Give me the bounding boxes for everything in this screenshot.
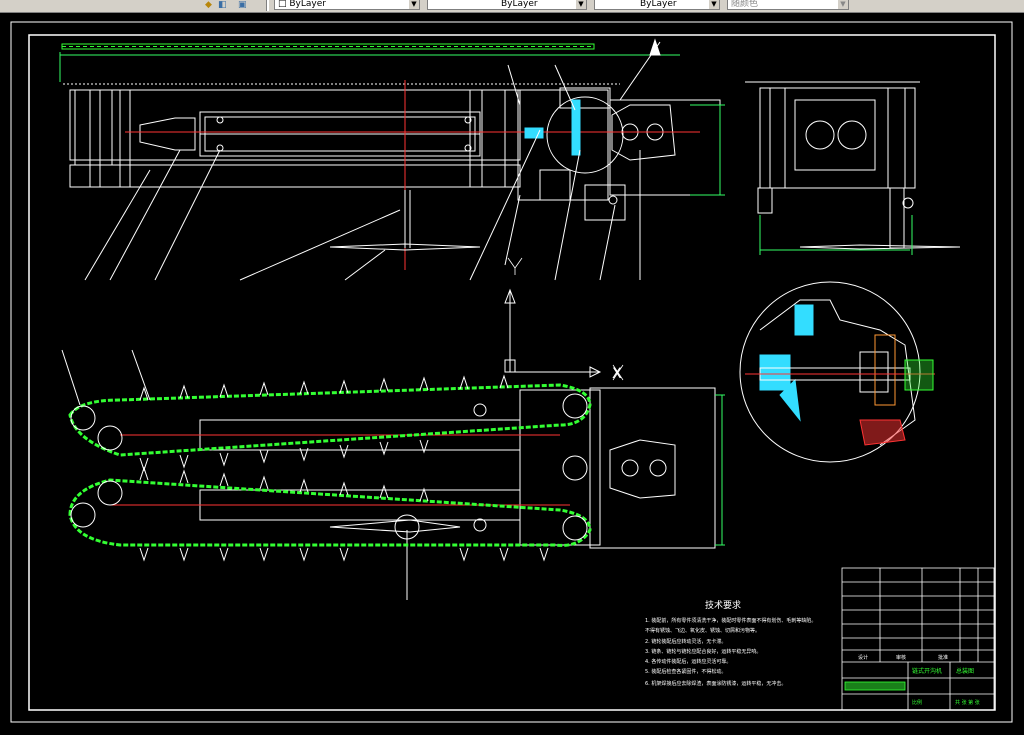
lineweight-combo[interactable]: ByLayer ▼ [594, 0, 720, 10]
chevron-down-icon[interactable]: ▼ [576, 0, 586, 9]
title-block [841, 567, 995, 711]
title-label-scale: 比例 [912, 699, 922, 706]
layer-state-icon[interactable]: ◆ [205, 0, 212, 10]
chevron-down-icon[interactable]: ▼ [409, 0, 419, 9]
properties-toolbar: ◆ ◧ ▣ □ ByLayer ▼ ByLayer ▼ ByLayer ▼ 随颜… [0, 0, 1024, 13]
crosshair-cursor-icon [612, 364, 624, 381]
note-line: 6. 机架焊接后应去除焊渣，表面涂防锈漆，运转平稳，无冲击。 [645, 680, 786, 687]
front-view [59, 38, 725, 281]
title-label-check: 审核 [896, 654, 906, 661]
y-mark-icon [507, 257, 523, 275]
sprocket [562, 393, 588, 419]
title-label-design: 设计 [858, 654, 868, 661]
title-label-sheet: 共 张 第 张 [955, 699, 980, 706]
sprocket [562, 515, 588, 541]
layer-previous-icon[interactable]: ◧ [218, 0, 227, 10]
note-line: 5. 装配后检查各紧固件，不得松动。 [645, 668, 726, 675]
title-drawing-name: 链式开沟机 [912, 667, 942, 675]
sprocket [70, 405, 96, 431]
title-drawing-number: 总装图 [956, 667, 974, 675]
lineweight-combo-value: ByLayer [640, 0, 677, 9]
note-line: 不得有锈蚀、飞边、氧化皮、锈蚀、切屑和污物等。 [645, 627, 760, 634]
note-line: 2. 链轮装配后应转动灵活，无卡滞。 [645, 638, 726, 645]
sprocket [97, 480, 123, 506]
drawing-canvas[interactable]: X 技术要求 1. 装配前，所有零件须清洗干净，装配时零件表面不得有划伤、毛刺等… [0, 12, 1024, 735]
color-swatch: □ [278, 0, 290, 9]
linetype-combo-value: ByLayer [501, 0, 538, 9]
color-combo[interactable]: □ ByLayer ▼ [274, 0, 420, 10]
upper-chain-loop [68, 383, 592, 457]
sprocket [70, 502, 96, 528]
sheet-outer-border [10, 21, 1013, 723]
chevron-down-icon[interactable]: ▼ [838, 0, 848, 9]
title-label-approve: 批准 [938, 654, 948, 661]
detail-view-a [739, 281, 935, 463]
note-line: 4. 各传动件装配后，运转应灵活可靠。 [645, 658, 731, 665]
toolbar-separator [266, 0, 269, 11]
technical-notes: 技术要求 1. 装配前，所有零件须清洗干净，装配时零件表面不得有划伤、毛刺等缺陷… [645, 599, 816, 687]
note-line: 1. 装配前，所有零件须清洗干净，装配时零件表面不得有划伤、毛刺等缺陷。 [645, 617, 816, 624]
sprocket [394, 514, 420, 540]
layer-tools-icon[interactable]: ▣ [238, 0, 247, 10]
chevron-down-icon[interactable]: ▼ [709, 0, 719, 9]
sprocket [97, 425, 123, 451]
side-view [745, 81, 961, 255]
note-line: 3. 链条、链轮与链轮应配合良好，运转平稳无异响。 [645, 648, 761, 655]
notes-title: 技术要求 [705, 599, 741, 611]
plotstyle-combo[interactable]: 随颜色 ▼ [727, 0, 849, 10]
lower-chain-loop [68, 478, 592, 547]
plotstyle-combo-value: 随颜色 [731, 0, 759, 9]
sheet-inner-border [28, 34, 996, 711]
linetype-combo[interactable]: ByLayer ▼ [427, 0, 587, 10]
color-combo-value: ByLayer [289, 0, 326, 9]
plan-view [61, 288, 725, 600]
